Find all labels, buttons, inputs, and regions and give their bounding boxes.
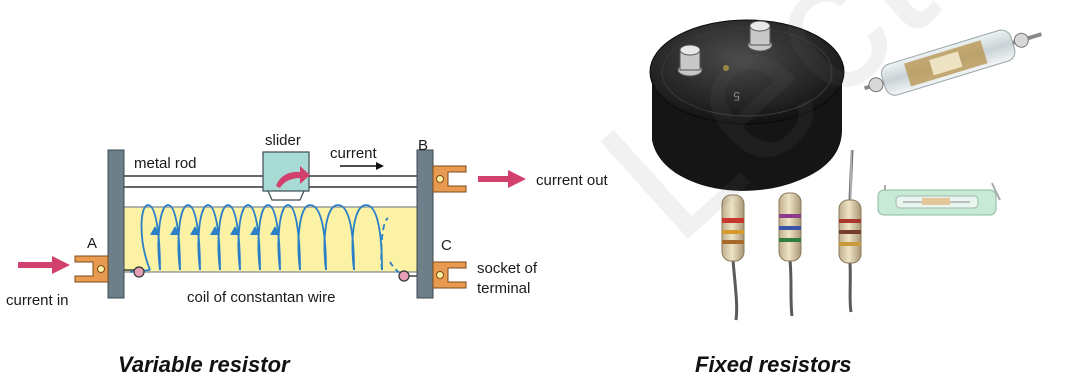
terminal-a-socket [74, 255, 109, 283]
terminal-b-socket [432, 165, 467, 193]
variable-resistor-caption: Variable resistor [118, 352, 290, 377]
coil-current-arrows [150, 226, 280, 235]
metal-rod-label: metal rod [134, 155, 197, 172]
fixed-resistors-photo: 5 [649, 19, 1043, 321]
puck-resistor-image: 5 [649, 19, 845, 191]
axial-resistor-2 [778, 150, 802, 317]
connector-a-dot [133, 266, 145, 278]
svg-text:5: 5 [733, 89, 740, 103]
current-in-label: current in [6, 292, 69, 309]
connector-c-dot [398, 270, 410, 282]
glass-tube-resistor-image [863, 29, 1043, 96]
current-label: current [330, 145, 378, 162]
coil-wire [129, 204, 405, 277]
slider-label: slider [265, 132, 301, 149]
axial-resistor-1 [721, 160, 745, 321]
current-out-label: current out [536, 172, 609, 189]
axial-resistor-3 [838, 149, 862, 313]
terminal-b-label: B [418, 137, 428, 154]
terminal-label: terminal [477, 280, 530, 297]
resistance-tube [122, 206, 419, 273]
slider [262, 151, 310, 201]
current-in-arrow [18, 256, 70, 274]
socket-of-label: socket of [477, 260, 538, 277]
current-out-arrow [478, 170, 526, 188]
coil-label: coil of constantan wire [187, 289, 335, 306]
smd-board-resistor-image [877, 182, 1001, 216]
right-frame-post [416, 149, 434, 299]
fixed-resistors-caption: Fixed resistors [695, 352, 852, 377]
terminal-c-label: C [441, 237, 452, 254]
terminal-a-label: A [87, 235, 97, 252]
slider-current-arrow [276, 166, 310, 188]
left-frame-post [107, 149, 125, 299]
variable-resistor-diagram: slider metal rod current B current out A… [6, 132, 609, 309]
rod-current-arrow [340, 162, 384, 170]
terminal-c-socket [432, 261, 467, 289]
